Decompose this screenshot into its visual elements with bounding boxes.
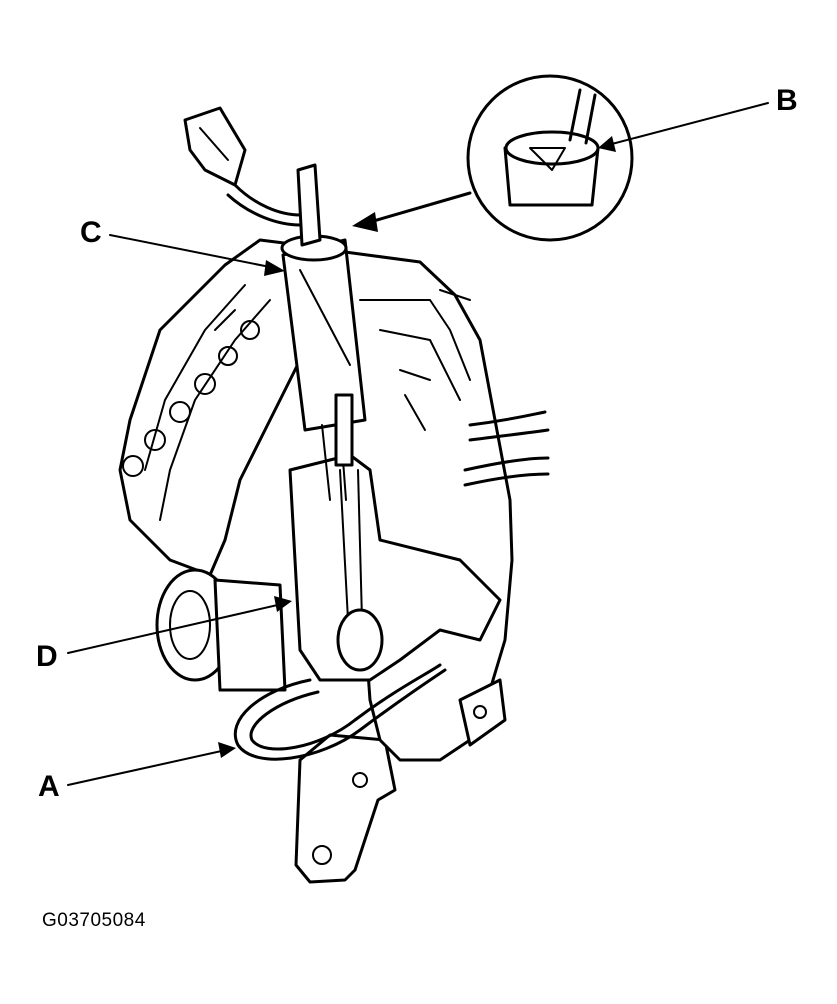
pin xyxy=(296,163,322,247)
tool-c xyxy=(280,234,367,501)
callout-label-a: A xyxy=(38,770,60,803)
slider-d xyxy=(288,453,502,682)
detail-arrow xyxy=(352,191,472,232)
cable-boss xyxy=(155,568,287,692)
gate-housing xyxy=(118,238,322,577)
mounting-bracket xyxy=(294,733,397,884)
detail-magnifier-circle xyxy=(466,74,634,242)
callout-label-c: C xyxy=(80,216,102,249)
callout-label-b: B xyxy=(776,84,798,117)
harness-plug xyxy=(183,106,302,227)
shift-cables xyxy=(463,410,550,487)
connector-plug xyxy=(458,678,507,747)
leader-lines xyxy=(67,102,769,786)
callout-label-d: D xyxy=(36,640,58,673)
wire-loop-a xyxy=(233,663,447,761)
figure-code: G03705084 xyxy=(42,910,146,931)
